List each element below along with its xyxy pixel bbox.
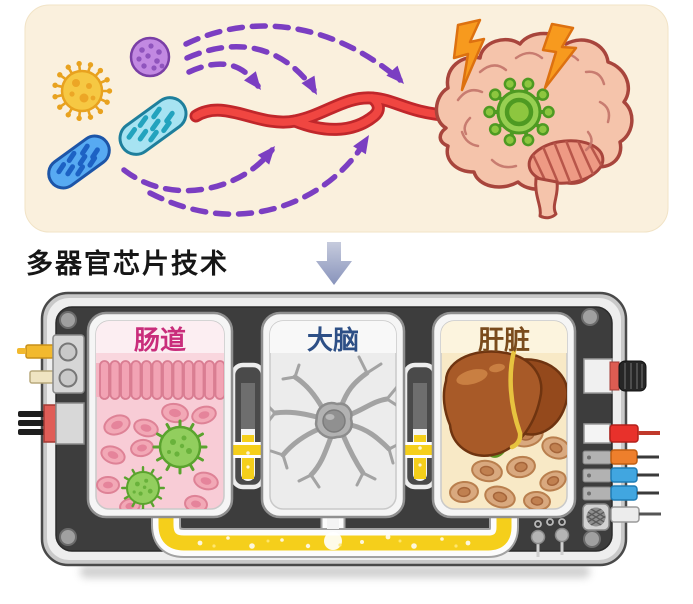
organ-chip-device: 肠道 — [17, 291, 661, 578]
lightning-bolt-icons — [452, 18, 578, 92]
bacterium-blue-icon — [47, 134, 111, 190]
virus-green-icon — [482, 75, 556, 149]
right-port-panel — [582, 358, 661, 531]
plug-cream-icon — [29, 370, 55, 384]
virus-purple-icon — [129, 36, 171, 78]
down-arrow-icon — [316, 242, 352, 285]
chamber-gut: 肠道 — [86, 311, 234, 519]
villi — [99, 360, 224, 400]
liver-icon — [442, 348, 567, 458]
screw-icons — [59, 308, 601, 548]
chamber-brain: 大脑 — [260, 311, 406, 519]
plug-blue-icon — [582, 467, 659, 483]
plug-orange-icon — [582, 449, 659, 465]
plug-yellow-icon — [25, 344, 55, 359]
left-port-panel — [17, 334, 85, 445]
dashed-arrow-icons — [121, 23, 403, 217]
perfusion-channel — [151, 463, 519, 558]
chamber-label-liver: 肝脏 — [478, 325, 530, 355]
mesh-button-icon — [582, 503, 610, 531]
plug-yellow-pin — [17, 348, 26, 354]
plug-red-icon — [583, 423, 660, 444]
page-title: 多器官芯片技术 — [26, 249, 229, 279]
chamber-liver: 肝脏 — [431, 311, 577, 519]
red-blood-cell-icons — [96, 402, 219, 509]
chamber-label-brain: 大脑 — [307, 325, 359, 355]
plug-blue-icon — [582, 485, 659, 501]
brain-icon — [434, 18, 634, 220]
bacterium-cyan-icon — [118, 96, 188, 156]
port-hole-icon — [58, 368, 78, 388]
device-shadow — [80, 565, 590, 578]
cerebellum — [527, 139, 605, 185]
knob-icon — [583, 358, 647, 394]
plug-white-icon — [610, 506, 661, 523]
gut-brain-axis-panel — [24, 4, 669, 233]
multi-pin-plug-icon — [18, 402, 85, 445]
neuron-icon — [270, 355, 396, 489]
falciform-ligament — [508, 348, 523, 450]
chamber-label-gut: 肠道 — [134, 325, 186, 355]
probe-pin-icons — [530, 518, 570, 557]
brain-stem — [534, 176, 559, 220]
port-hole-icon — [58, 342, 78, 362]
vagus-nerve-icon — [189, 91, 459, 136]
virus-yellow-icon — [50, 59, 114, 123]
